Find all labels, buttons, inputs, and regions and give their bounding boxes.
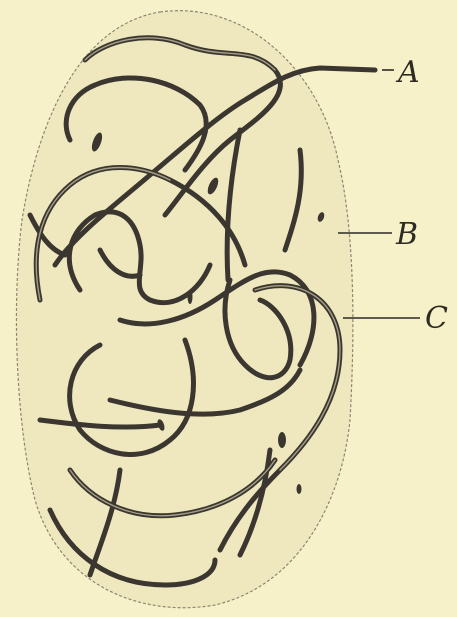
callout-label-c: C bbox=[425, 301, 448, 336]
callout-label-b: B bbox=[395, 217, 418, 252]
granule bbox=[297, 484, 302, 494]
cell-body bbox=[16, 11, 352, 608]
granule bbox=[278, 432, 286, 448]
granule bbox=[188, 290, 193, 304]
callout-label-a: A bbox=[395, 55, 420, 90]
